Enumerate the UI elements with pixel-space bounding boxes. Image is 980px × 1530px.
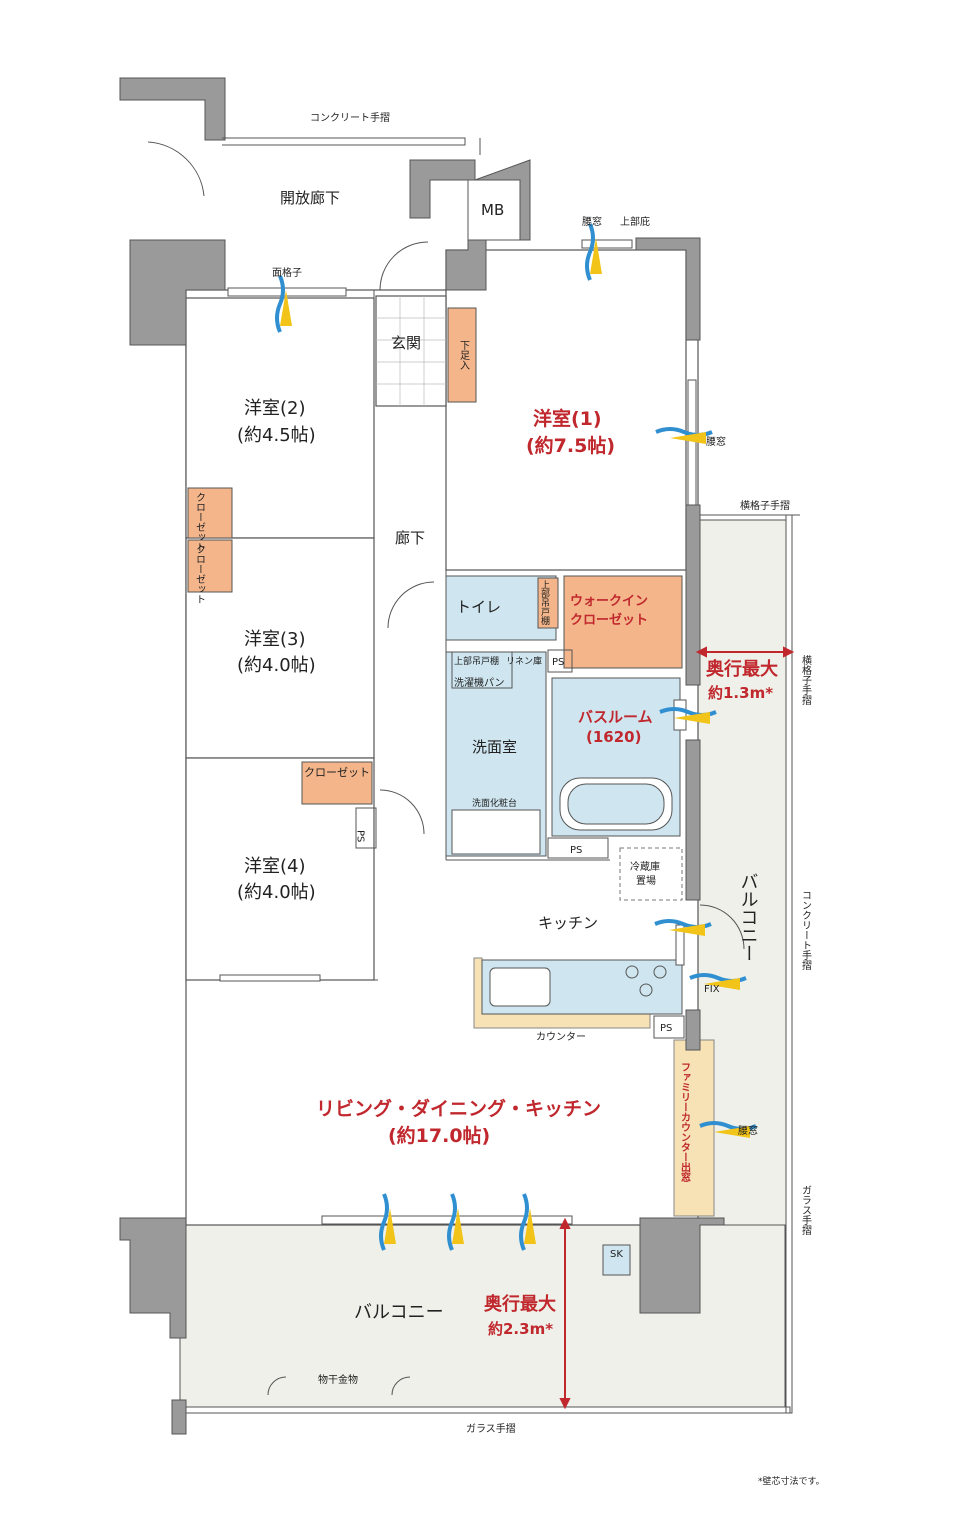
label-toilet: トイレ [456, 598, 501, 616]
label-koshimado-r1: 腰窓 [706, 435, 726, 448]
label-room4: 洋室(4) [244, 856, 306, 877]
label-balcony-right: バルコニー [738, 872, 759, 962]
genkan-area [375, 295, 447, 407]
label-genkan: 玄関 [391, 334, 421, 352]
label-counter: カウンター [536, 1031, 586, 1043]
label-room1: 洋室(1) [533, 407, 602, 430]
label-family-counter: ファミリーカウンター出窓 [679, 1062, 691, 1182]
washbasin [451, 809, 541, 855]
getabako-closet [447, 307, 477, 403]
label-yoko-koushi-rail-1: 横格子手摺 [740, 499, 790, 512]
room1-area [445, 249, 687, 571]
label-concrete-rail-top: コンクリート手摺 [310, 111, 390, 124]
fridge-space [619, 847, 683, 901]
label-bathroom: バスルーム [578, 708, 653, 726]
label-bathroom-size: (1620) [586, 728, 641, 746]
walkin-closet [563, 575, 683, 669]
closet-a [187, 487, 233, 539]
label-yoko-koushi-rail-2: 横格子手摺 [800, 654, 812, 706]
label-depth-balcony-bottom-val: 約2.3m* [488, 1320, 553, 1338]
label-walkin2: クローゼット [570, 612, 648, 628]
label-jobu-hisashi: 上部庇 [620, 215, 650, 228]
label-depth-balcony-bottom: 奥行最大 [484, 1293, 556, 1315]
label-senmenshitsu: 洗面室 [472, 738, 517, 756]
label-senmen-kesho: 洗面化粧台 [472, 797, 517, 809]
label-koushi: 面格子 [272, 266, 302, 279]
label-getabako: 下足入 [458, 340, 470, 370]
mb-box [467, 179, 521, 241]
label-ps4: PS [660, 1023, 672, 1034]
label-sk: SK [610, 1249, 623, 1260]
closet-c [301, 761, 373, 805]
label-mb: MB [481, 201, 504, 219]
label-closet-b: クローゼット [194, 544, 206, 604]
label-room3: 洋室(3) [244, 629, 306, 650]
label-ps3: PS [570, 845, 582, 856]
label-footnote: *壁芯寸法です。 [758, 1475, 825, 1487]
label-room2: 洋室(2) [244, 398, 306, 419]
label-ldk: リビング・ダイニング・キッチン [316, 1097, 601, 1120]
label-ldk-size: (約17.0帖) [388, 1124, 490, 1147]
label-fix: FIX [704, 984, 720, 995]
label-room1-size: (約7.5帖) [526, 434, 615, 457]
label-fridge: 冷蔵庫 [630, 860, 660, 873]
label-jobu-todana2: 上部吊戸棚 [454, 655, 499, 667]
label-koshimado-ldk: 腰窓 [738, 1124, 758, 1137]
label-closet-a: クローゼット [194, 492, 206, 552]
label-concrete-rail-right: コンクリート手摺 [800, 890, 812, 971]
label-room4-size: (約4.0帖) [237, 882, 316, 903]
closet-b [187, 539, 233, 593]
label-fridge2: 置場 [636, 874, 656, 887]
label-glass-rail-right: ガラス手摺 [800, 1185, 812, 1236]
label-monohoshi: 物干金物 [318, 1373, 358, 1386]
wall-left-top [129, 239, 226, 346]
label-washer-pan: 洗濯機パン [454, 676, 505, 689]
label-depth-balcony-right: 奥行最大 [706, 658, 778, 680]
sk-sink [602, 1244, 631, 1276]
label-open-corridor: 開放廊下 [280, 189, 340, 207]
label-room2-size: (約4.5帖) [237, 425, 316, 446]
label-closet-c: クローゼット [304, 766, 370, 779]
label-jobu-todana: 上部吊戸棚 [539, 580, 550, 626]
label-roka: 廊下 [395, 529, 425, 547]
label-kitchen: キッチン [538, 914, 598, 932]
label-depth-balcony-right-val: 約1.3m* [708, 684, 773, 702]
label-koshimado-top: 腰窓 [582, 215, 602, 228]
label-walkin: ウォークイン [570, 594, 648, 609]
label-ps2: PS [355, 830, 366, 842]
label-ps1: PS [552, 657, 564, 668]
label-linen: リネン庫 [506, 655, 542, 667]
label-room3-size: (約4.0帖) [237, 655, 316, 676]
label-glass-rail-bottom: ガラス手摺 [466, 1422, 516, 1435]
label-balcony-bottom: バルコニー [354, 1302, 444, 1323]
